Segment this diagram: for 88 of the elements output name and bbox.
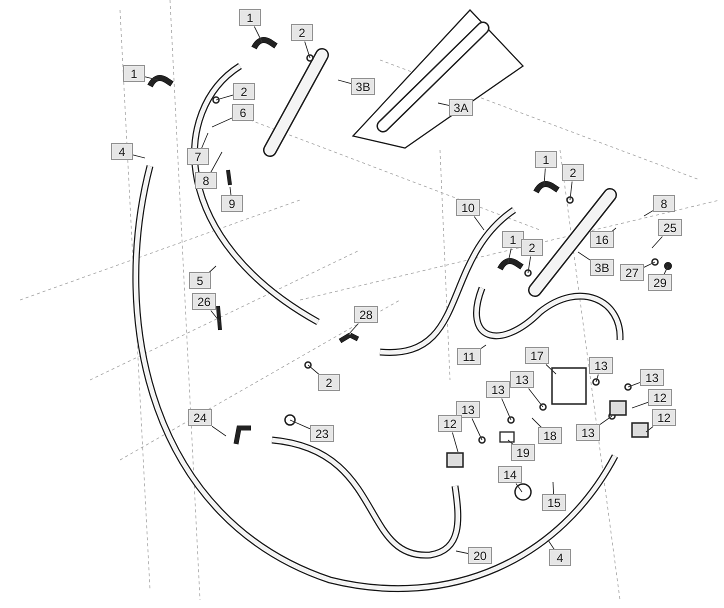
leader-line: [516, 483, 522, 492]
callout-number: 13: [510, 371, 534, 388]
leader-line: [132, 154, 146, 158]
callout-number: 13: [486, 381, 510, 398]
leader-line: [644, 262, 656, 268]
callout-number: 12: [648, 389, 672, 406]
leader-line: [508, 248, 512, 264]
callout-number: 7: [187, 148, 209, 165]
callout-number: 2: [521, 239, 543, 256]
callout-number: 2: [233, 83, 255, 100]
callout-number: 27: [620, 264, 644, 281]
callout-number: 11: [457, 348, 481, 365]
callout-number: 6: [232, 104, 254, 121]
callout-number: 28: [354, 306, 378, 323]
callout-number: 5: [189, 272, 211, 289]
callout-number: 20: [468, 547, 492, 564]
leader-line: [628, 382, 640, 388]
callout-number: 13: [589, 357, 613, 374]
leader-line: [552, 482, 554, 495]
leader-line: [528, 388, 544, 408]
callout-number: 13: [640, 369, 664, 386]
callout-number: 13: [576, 424, 600, 441]
leader-line: [501, 398, 512, 420]
leader-line: [290, 420, 310, 430]
leader-line: [570, 181, 573, 200]
leader-line: [600, 416, 612, 425]
callout-number: 24: [188, 409, 212, 426]
leader-line: [456, 550, 468, 554]
callout-number: 4: [111, 143, 133, 160]
leader-line: [212, 118, 232, 128]
callout-number: 25: [658, 219, 682, 236]
callout-number: 9: [221, 195, 243, 212]
leader-line: [474, 216, 484, 230]
leader-line: [480, 344, 486, 349]
callout-number: 4: [549, 549, 571, 566]
callout-number: 23: [310, 425, 334, 442]
callout-number: 1: [239, 9, 261, 26]
leader-line: [348, 323, 359, 336]
callout-number: 17: [525, 347, 549, 364]
callout-number: 1: [535, 151, 557, 168]
leader-line: [144, 76, 158, 80]
callout-number: 13: [456, 401, 480, 418]
callout-number: 15: [542, 494, 566, 511]
leader-line: [208, 266, 216, 273]
leader-line: [652, 236, 663, 248]
leader-line: [304, 41, 310, 58]
leader-line: [338, 80, 352, 84]
callout-number: 8: [653, 195, 675, 212]
callout-number: 1: [502, 231, 524, 248]
callout-number: 29: [648, 274, 672, 291]
leader-line: [532, 418, 542, 428]
leader-line: [212, 426, 226, 436]
leader-line: [644, 210, 654, 216]
leader-line: [452, 432, 458, 452]
callout-number: 3B: [590, 259, 614, 276]
callout-number: 12: [652, 409, 676, 426]
leader-line: [596, 374, 599, 382]
callout-number: 14: [498, 466, 522, 483]
leader-line: [201, 132, 208, 149]
callout-number: 2: [291, 24, 313, 41]
leader-line: [308, 364, 320, 375]
leader-line: [210, 152, 222, 173]
callout-number: 3A: [449, 99, 473, 116]
callout-number: 10: [456, 199, 480, 216]
leader-line: [578, 252, 590, 260]
callout-number: 2: [318, 374, 340, 391]
leader-line: [546, 364, 556, 374]
leader-line: [216, 94, 234, 100]
callout-number: 18: [538, 427, 562, 444]
leader-line: [664, 266, 668, 275]
callout-number: 12: [438, 415, 462, 432]
callout-number: 16: [590, 231, 614, 248]
callout-number: 1: [123, 65, 145, 82]
callout-number: 3B: [351, 78, 375, 95]
leader-line: [438, 102, 450, 106]
leader-line: [632, 402, 648, 408]
leader-line: [254, 26, 262, 42]
callout-number: 8: [195, 172, 217, 189]
leader-line: [544, 168, 546, 186]
callout-number: 19: [511, 444, 535, 461]
leader-line: [646, 426, 654, 432]
leader-line: [528, 256, 532, 274]
leader-line: [230, 186, 232, 196]
callout-number: 2: [562, 164, 584, 181]
leader-line: [548, 540, 555, 550]
leader-line: [472, 418, 482, 440]
callout-number: 26: [192, 293, 216, 310]
leader-line: [210, 310, 220, 322]
